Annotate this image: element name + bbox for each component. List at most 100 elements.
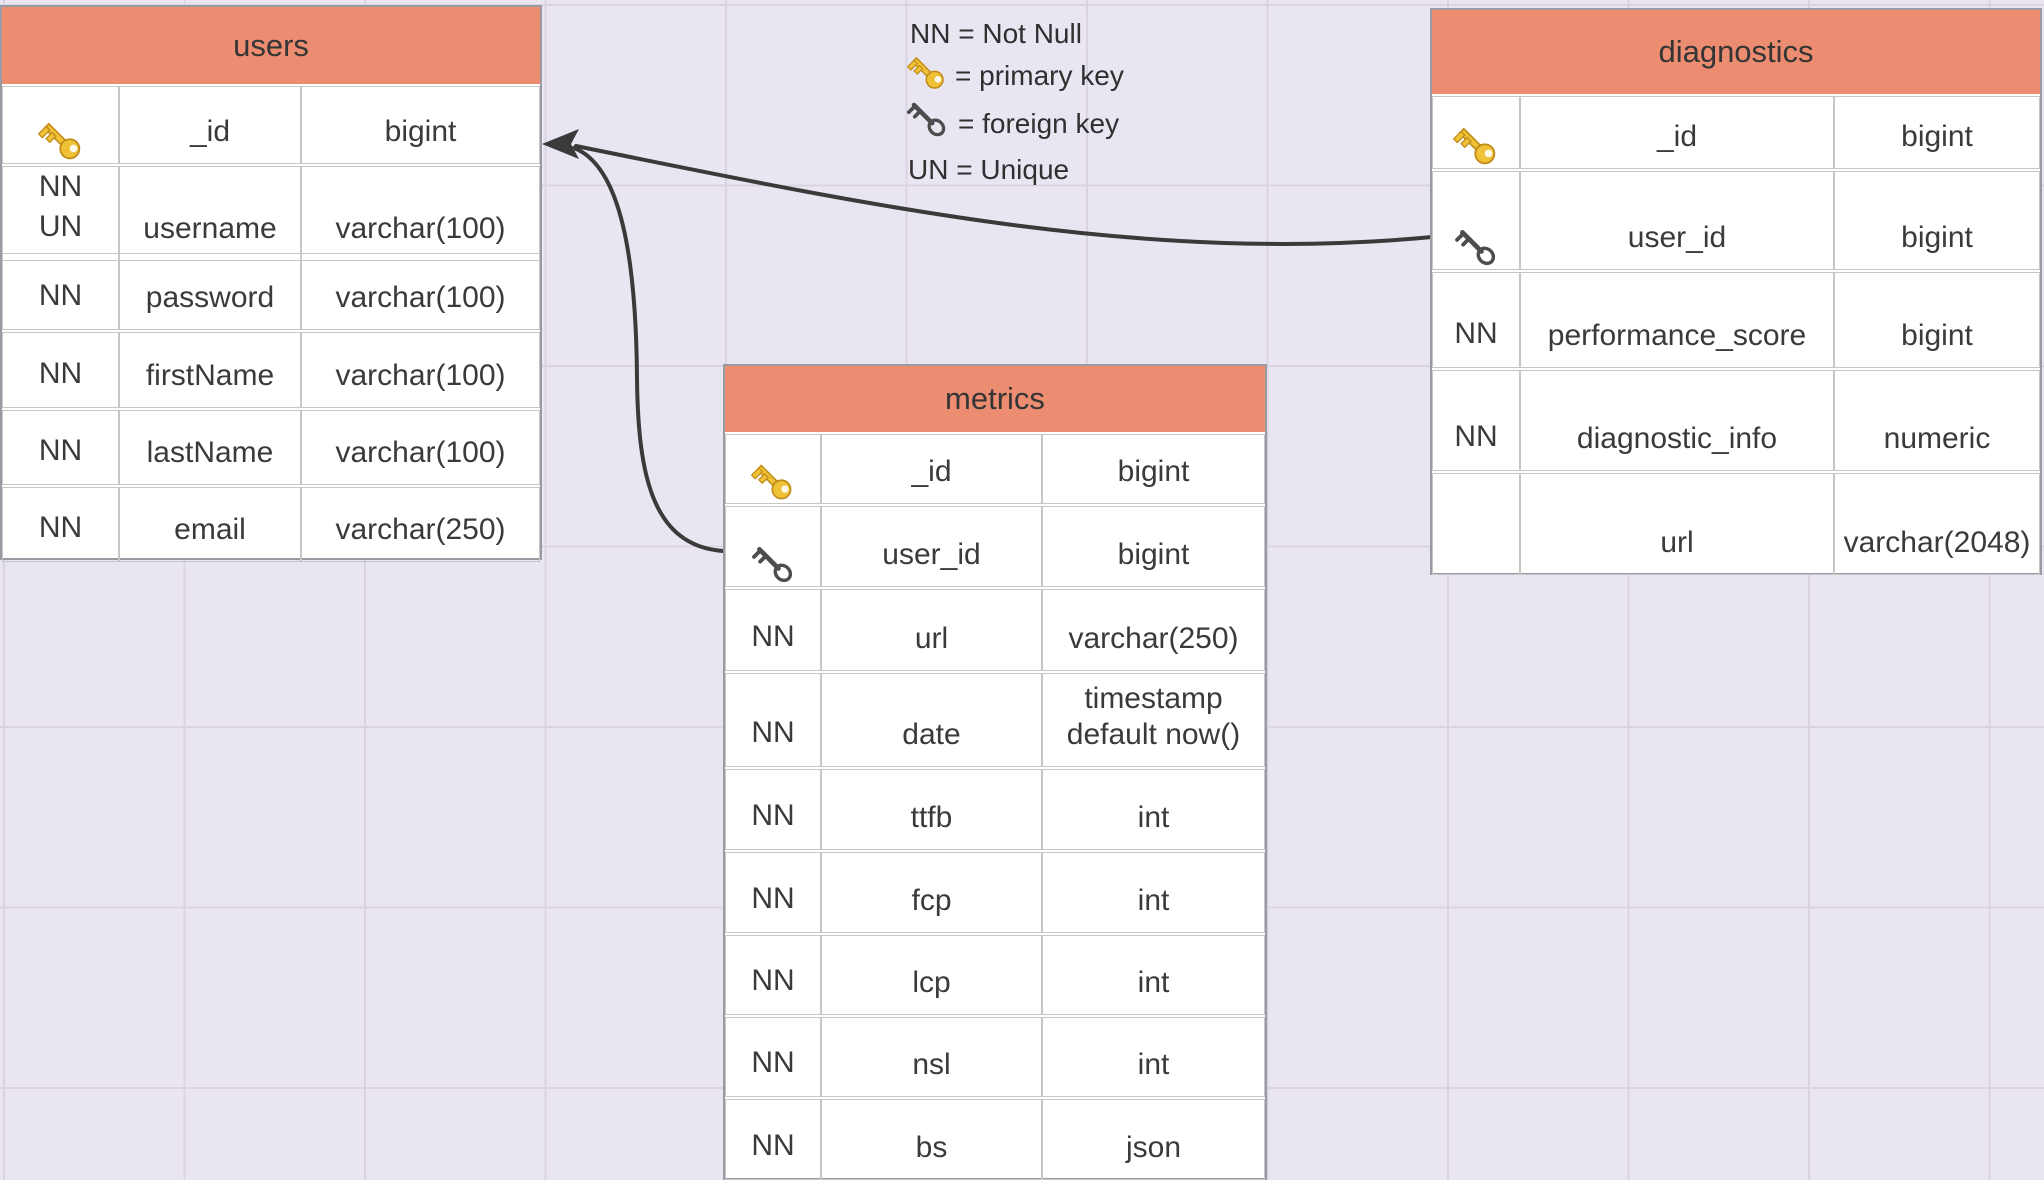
column-type: int	[1042, 852, 1265, 933]
table-row[interactable]: NN bs json	[725, 1099, 1265, 1180]
table-row[interactable]: NN email varchar(250)	[2, 487, 540, 562]
primary-key-icon	[37, 118, 84, 163]
flag-nn: NN	[38, 434, 83, 467]
table-row[interactable]: NN diagnostic_info numeric	[1432, 370, 2040, 471]
row-flags-cell	[1432, 473, 1520, 575]
column-type: int	[1042, 769, 1265, 850]
column-type: varchar(250)	[1042, 589, 1265, 671]
row-key-cell	[1432, 96, 1520, 169]
column-type: bigint	[1834, 171, 2040, 270]
column-type: bigint	[1042, 434, 1265, 504]
column-name: bs	[821, 1099, 1042, 1180]
column-name: _id	[119, 86, 301, 164]
primary-key-icon	[751, 460, 795, 503]
table-row[interactable]: _id bigint	[725, 434, 1265, 504]
column-type: int	[1042, 935, 1265, 1015]
column-name: url	[1520, 473, 1834, 575]
table-row[interactable]: user_id bigint	[1432, 171, 2040, 270]
legend: NN = Not Null = primary key = foreign ke…	[905, 8, 1265, 208]
row-flags-cell: NN UN	[2, 166, 119, 261]
column-name: username	[119, 166, 301, 261]
flag-nn: NN	[38, 357, 83, 390]
column-type: varchar(100)	[301, 332, 540, 408]
flag-nn: NN	[751, 964, 795, 997]
row-flags-cell: NN	[2, 253, 119, 330]
flag-nn: NN	[751, 1129, 795, 1162]
column-type: bigint	[1834, 272, 2040, 368]
column-name: ttfb	[821, 769, 1042, 850]
column-name: firstName	[119, 332, 301, 408]
column-name: _id	[1520, 96, 1834, 169]
table-row[interactable]: NN ttfb int	[725, 769, 1265, 850]
table-row[interactable]: NN firstName varchar(100)	[2, 332, 540, 408]
row-flags-cell: NN	[2, 487, 119, 562]
flag-nn: NN	[751, 620, 795, 653]
column-name: email	[119, 487, 301, 562]
row-key-cell	[725, 506, 821, 587]
primary-key-icon	[907, 52, 947, 92]
row-key-cell	[1432, 171, 1520, 270]
table-row[interactable]: user_id bigint	[725, 506, 1265, 587]
table-row[interactable]: NN password varchar(100)	[2, 253, 540, 330]
column-name: password	[119, 253, 301, 330]
flag-nn: NN	[751, 1046, 795, 1079]
flag-nn: NN	[751, 799, 795, 832]
table-row[interactable]: NN lastName varchar(100)	[2, 410, 540, 485]
column-type: numeric	[1834, 370, 2040, 471]
column-type: timestamp default now()	[1042, 673, 1265, 767]
flag-un: UN	[38, 210, 83, 243]
row-flags-cell: NN	[725, 1099, 821, 1180]
column-name: lastName	[119, 410, 301, 485]
table-row[interactable]: NN date timestamp default now()	[725, 673, 1265, 767]
arrowhead-users-id	[542, 129, 579, 159]
row-flags-cell: NN	[725, 673, 821, 767]
table-row[interactable]: NN performance_score bigint	[1432, 272, 2040, 368]
column-type: bigint	[301, 86, 540, 164]
foreign-key-icon	[905, 96, 949, 140]
table-row[interactable]: NN UN username varchar(100)	[2, 166, 540, 261]
row-flags-cell: NN	[725, 935, 821, 1015]
row-flags-cell: NN	[1432, 370, 1520, 471]
legend-not-null: NN = Not Null	[910, 18, 1082, 49]
flag-nn: NN	[751, 882, 795, 915]
table-row[interactable]: NN fcp int	[725, 852, 1265, 933]
row-flags-cell: NN	[1432, 272, 1520, 368]
legend-unique: UN = Unique	[908, 154, 1070, 185]
legend-foreign-key: = foreign key	[958, 108, 1120, 139]
primary-key-icon	[1453, 123, 1499, 168]
flag-nn: NN	[38, 170, 83, 203]
table-metrics[interactable]: metrics _id bigint user_id bigint NN url…	[723, 364, 1267, 1180]
row-flags-cell: NN	[2, 410, 119, 485]
table-row[interactable]: url varchar(2048)	[1432, 473, 2040, 575]
relationship-diagnostics-to-users[interactable]	[574, 144, 1434, 246]
column-type: bigint	[1834, 96, 2040, 169]
column-name: diagnostic_info	[1520, 370, 1834, 471]
table-row[interactable]: _id bigint	[2, 86, 540, 164]
column-type: int	[1042, 1017, 1265, 1097]
flag-nn: NN	[38, 279, 83, 312]
table-row[interactable]: _id bigint	[1432, 96, 2040, 169]
table-diagnostics[interactable]: diagnostics _id bigint user_id bigint NN…	[1430, 8, 2042, 575]
column-name: user_id	[1520, 171, 1834, 270]
column-name: url	[821, 589, 1042, 671]
relationship-metrics-to-users[interactable]	[572, 146, 725, 553]
table-row[interactable]: NN url varchar(250)	[725, 589, 1265, 671]
column-name: date	[821, 673, 1042, 767]
table-diagnostics-title[interactable]: diagnostics	[1432, 10, 2040, 94]
table-row[interactable]: NN lcp int	[725, 935, 1265, 1015]
flag-nn: NN	[1454, 317, 1498, 350]
column-type: varchar(250)	[301, 487, 540, 562]
column-type: json	[1042, 1099, 1265, 1180]
table-row[interactable]: NN nsl int	[725, 1017, 1265, 1097]
row-flags-cell: NN	[725, 769, 821, 850]
column-type: varchar(2048)	[1834, 473, 2040, 575]
column-type: varchar(100)	[301, 253, 540, 330]
table-users[interactable]: users _id bigint NN UN username varchar(…	[0, 5, 542, 562]
column-name: nsl	[821, 1017, 1042, 1097]
table-metrics-title[interactable]: metrics	[725, 366, 1265, 432]
column-type: varchar(100)	[301, 166, 540, 261]
table-users-title[interactable]: users	[2, 7, 540, 84]
column-name: lcp	[821, 935, 1042, 1015]
row-flags-cell: NN	[725, 852, 821, 933]
